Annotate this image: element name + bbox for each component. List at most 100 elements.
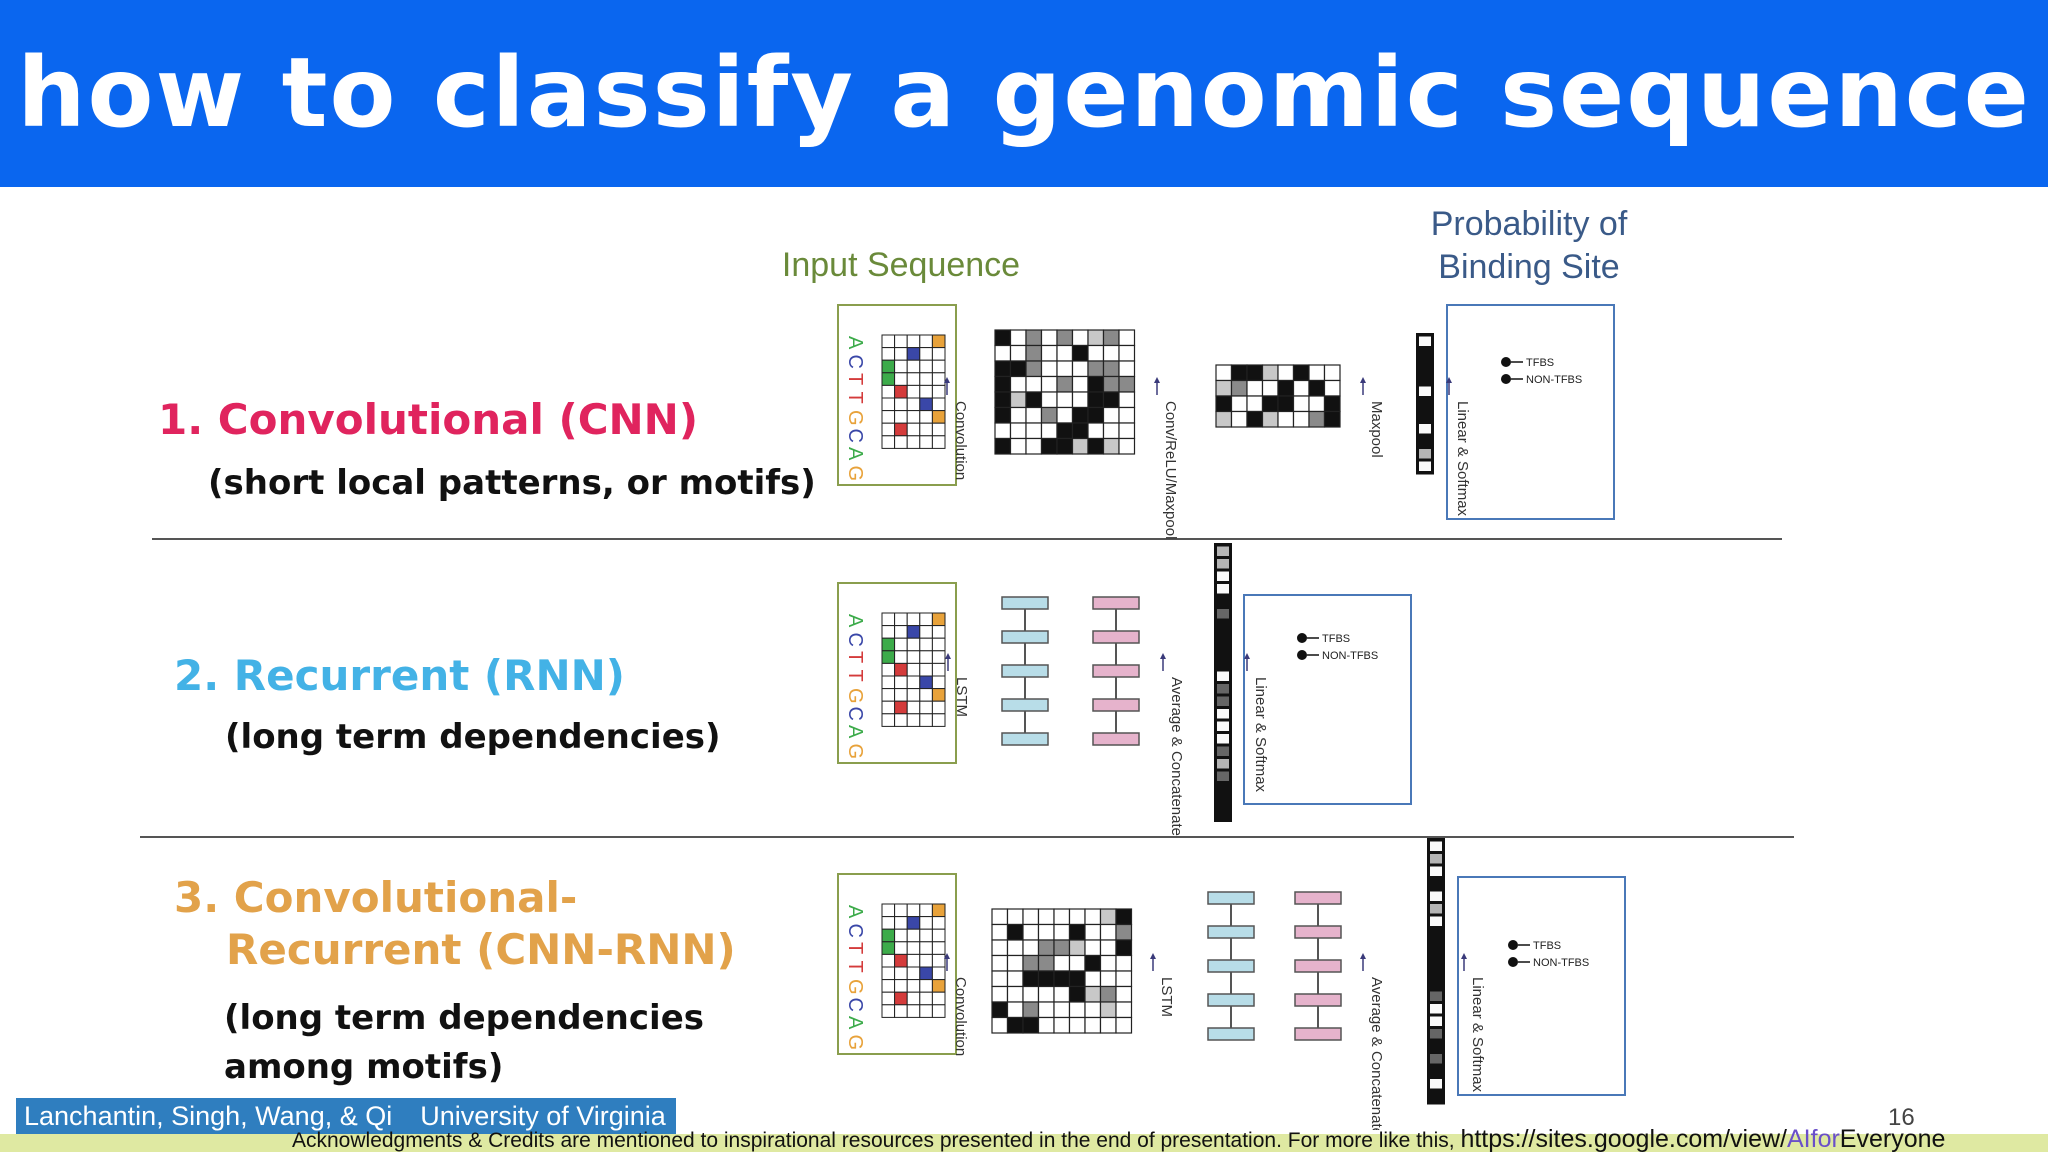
one-hot-cell (906, 334, 921, 349)
feature-cell (1009, 391, 1027, 409)
feature-cell (994, 422, 1012, 440)
feature-cell (1056, 375, 1074, 393)
feature-cell (1323, 410, 1341, 428)
feature-cell (1037, 1016, 1055, 1034)
one-hot-cell (919, 650, 933, 664)
vector-cell (1430, 1066, 1442, 1076)
feature-cell (1084, 970, 1102, 988)
one-hot-cell (931, 700, 946, 715)
one-hot-cell (894, 334, 908, 349)
feature-cell (1115, 1016, 1133, 1034)
feature-cell (1308, 364, 1326, 382)
step-label: Convolution (952, 977, 969, 1056)
feature-cell (1040, 329, 1058, 347)
feature-cell (1115, 985, 1133, 1003)
one-hot-cell (894, 979, 908, 993)
one-hot-cell (919, 625, 933, 639)
one-hot-cell (919, 688, 933, 702)
one-hot-cell (906, 713, 921, 727)
one-hot-cell (881, 397, 896, 412)
feature-cell (1087, 406, 1105, 424)
cnn-subtitle: (short local patterns, or motifs) (208, 463, 816, 503)
feature-cell (1006, 908, 1024, 926)
binding-site-label: Binding Site (1438, 248, 1619, 286)
one-hot-cell (894, 359, 908, 374)
feature-cell (1009, 344, 1027, 362)
feature-cell (1277, 379, 1295, 397)
one-hot-cell (919, 953, 933, 968)
feature-cell (1053, 923, 1071, 941)
one-hot-cell (931, 347, 946, 361)
cnn-rnn-title-line2: Recurrent (CNN-RNN) (226, 925, 736, 974)
feature-cell (1071, 329, 1089, 347)
feature-cell (1009, 406, 1027, 424)
vector-cell (1430, 966, 1442, 976)
one-hot-cell (931, 372, 946, 386)
feature-cell (1115, 970, 1133, 988)
vector-cell (1430, 991, 1442, 1001)
feature-cell (1099, 970, 1117, 988)
credit-authors: Lanchantin, Singh, Wang, & Qi (24, 1101, 393, 1131)
vector-cell (1217, 746, 1229, 756)
one-hot-cell (919, 422, 933, 437)
sequence-letter: C (844, 633, 866, 647)
vector-cell (1430, 891, 1442, 901)
one-hot-cell (919, 410, 933, 424)
one-hot-cell (894, 713, 908, 727)
feature-cell (1056, 437, 1074, 455)
one-hot-cell (931, 1004, 946, 1018)
step-arrowhead (1244, 653, 1250, 659)
one-hot-cell (881, 435, 896, 449)
input-frame (837, 873, 957, 1055)
class-node (1508, 940, 1518, 950)
feature-cell (1037, 923, 1055, 941)
vector-cell (1217, 734, 1229, 744)
one-hot-cell (931, 713, 946, 727)
one-hot-cell (931, 675, 946, 690)
feature-cell (1006, 923, 1024, 941)
one-hot-cell (894, 422, 908, 437)
one-hot-cell (931, 903, 946, 918)
vector-cell (1217, 659, 1229, 669)
step-label: LSTM (1158, 977, 1175, 1017)
sequence-letter: T (844, 670, 866, 682)
one-hot-cell (894, 941, 908, 955)
feature-cell (1102, 437, 1120, 455)
lstm-backward (1294, 891, 1342, 1041)
footer-link[interactable]: https://sites.google.com/view/AIforEvery… (1460, 1125, 1945, 1153)
vector-cell (1419, 424, 1431, 434)
feature-cell (1071, 344, 1089, 362)
vector-cell (1217, 684, 1229, 694)
feature-cell (1102, 406, 1120, 424)
feature-cell (1006, 1016, 1024, 1034)
feature-cell (1118, 422, 1136, 440)
feature-cell (1022, 970, 1040, 988)
sequence-letter: G (844, 979, 866, 995)
one-hot-cell (919, 397, 933, 412)
one-hot-cell (919, 384, 933, 399)
step-arrowhead (944, 953, 950, 959)
feature-cell (1261, 364, 1279, 382)
sequence-letter: G (844, 466, 866, 482)
step-arrowhead (1160, 653, 1166, 659)
sequence-letter: G (844, 410, 866, 426)
one-hot-cell (881, 384, 896, 399)
one-hot-cell (894, 347, 908, 361)
one-hot-cell (881, 334, 896, 349)
feature-cell (1292, 379, 1310, 397)
step-arrowhead (944, 377, 950, 383)
lstm-cell (1001, 664, 1049, 678)
feature-cell (1102, 360, 1120, 378)
one-hot-cell (919, 347, 933, 361)
feature-cell (1118, 406, 1136, 424)
vector-cell (1430, 941, 1442, 951)
feature-cell (991, 954, 1009, 972)
class-label: TFBS (1533, 940, 1561, 952)
one-hot-cell (881, 916, 896, 930)
input-frame (837, 304, 957, 486)
feature-cell (1071, 437, 1089, 455)
class-node (1508, 957, 1518, 967)
feature-cell (1102, 391, 1120, 409)
